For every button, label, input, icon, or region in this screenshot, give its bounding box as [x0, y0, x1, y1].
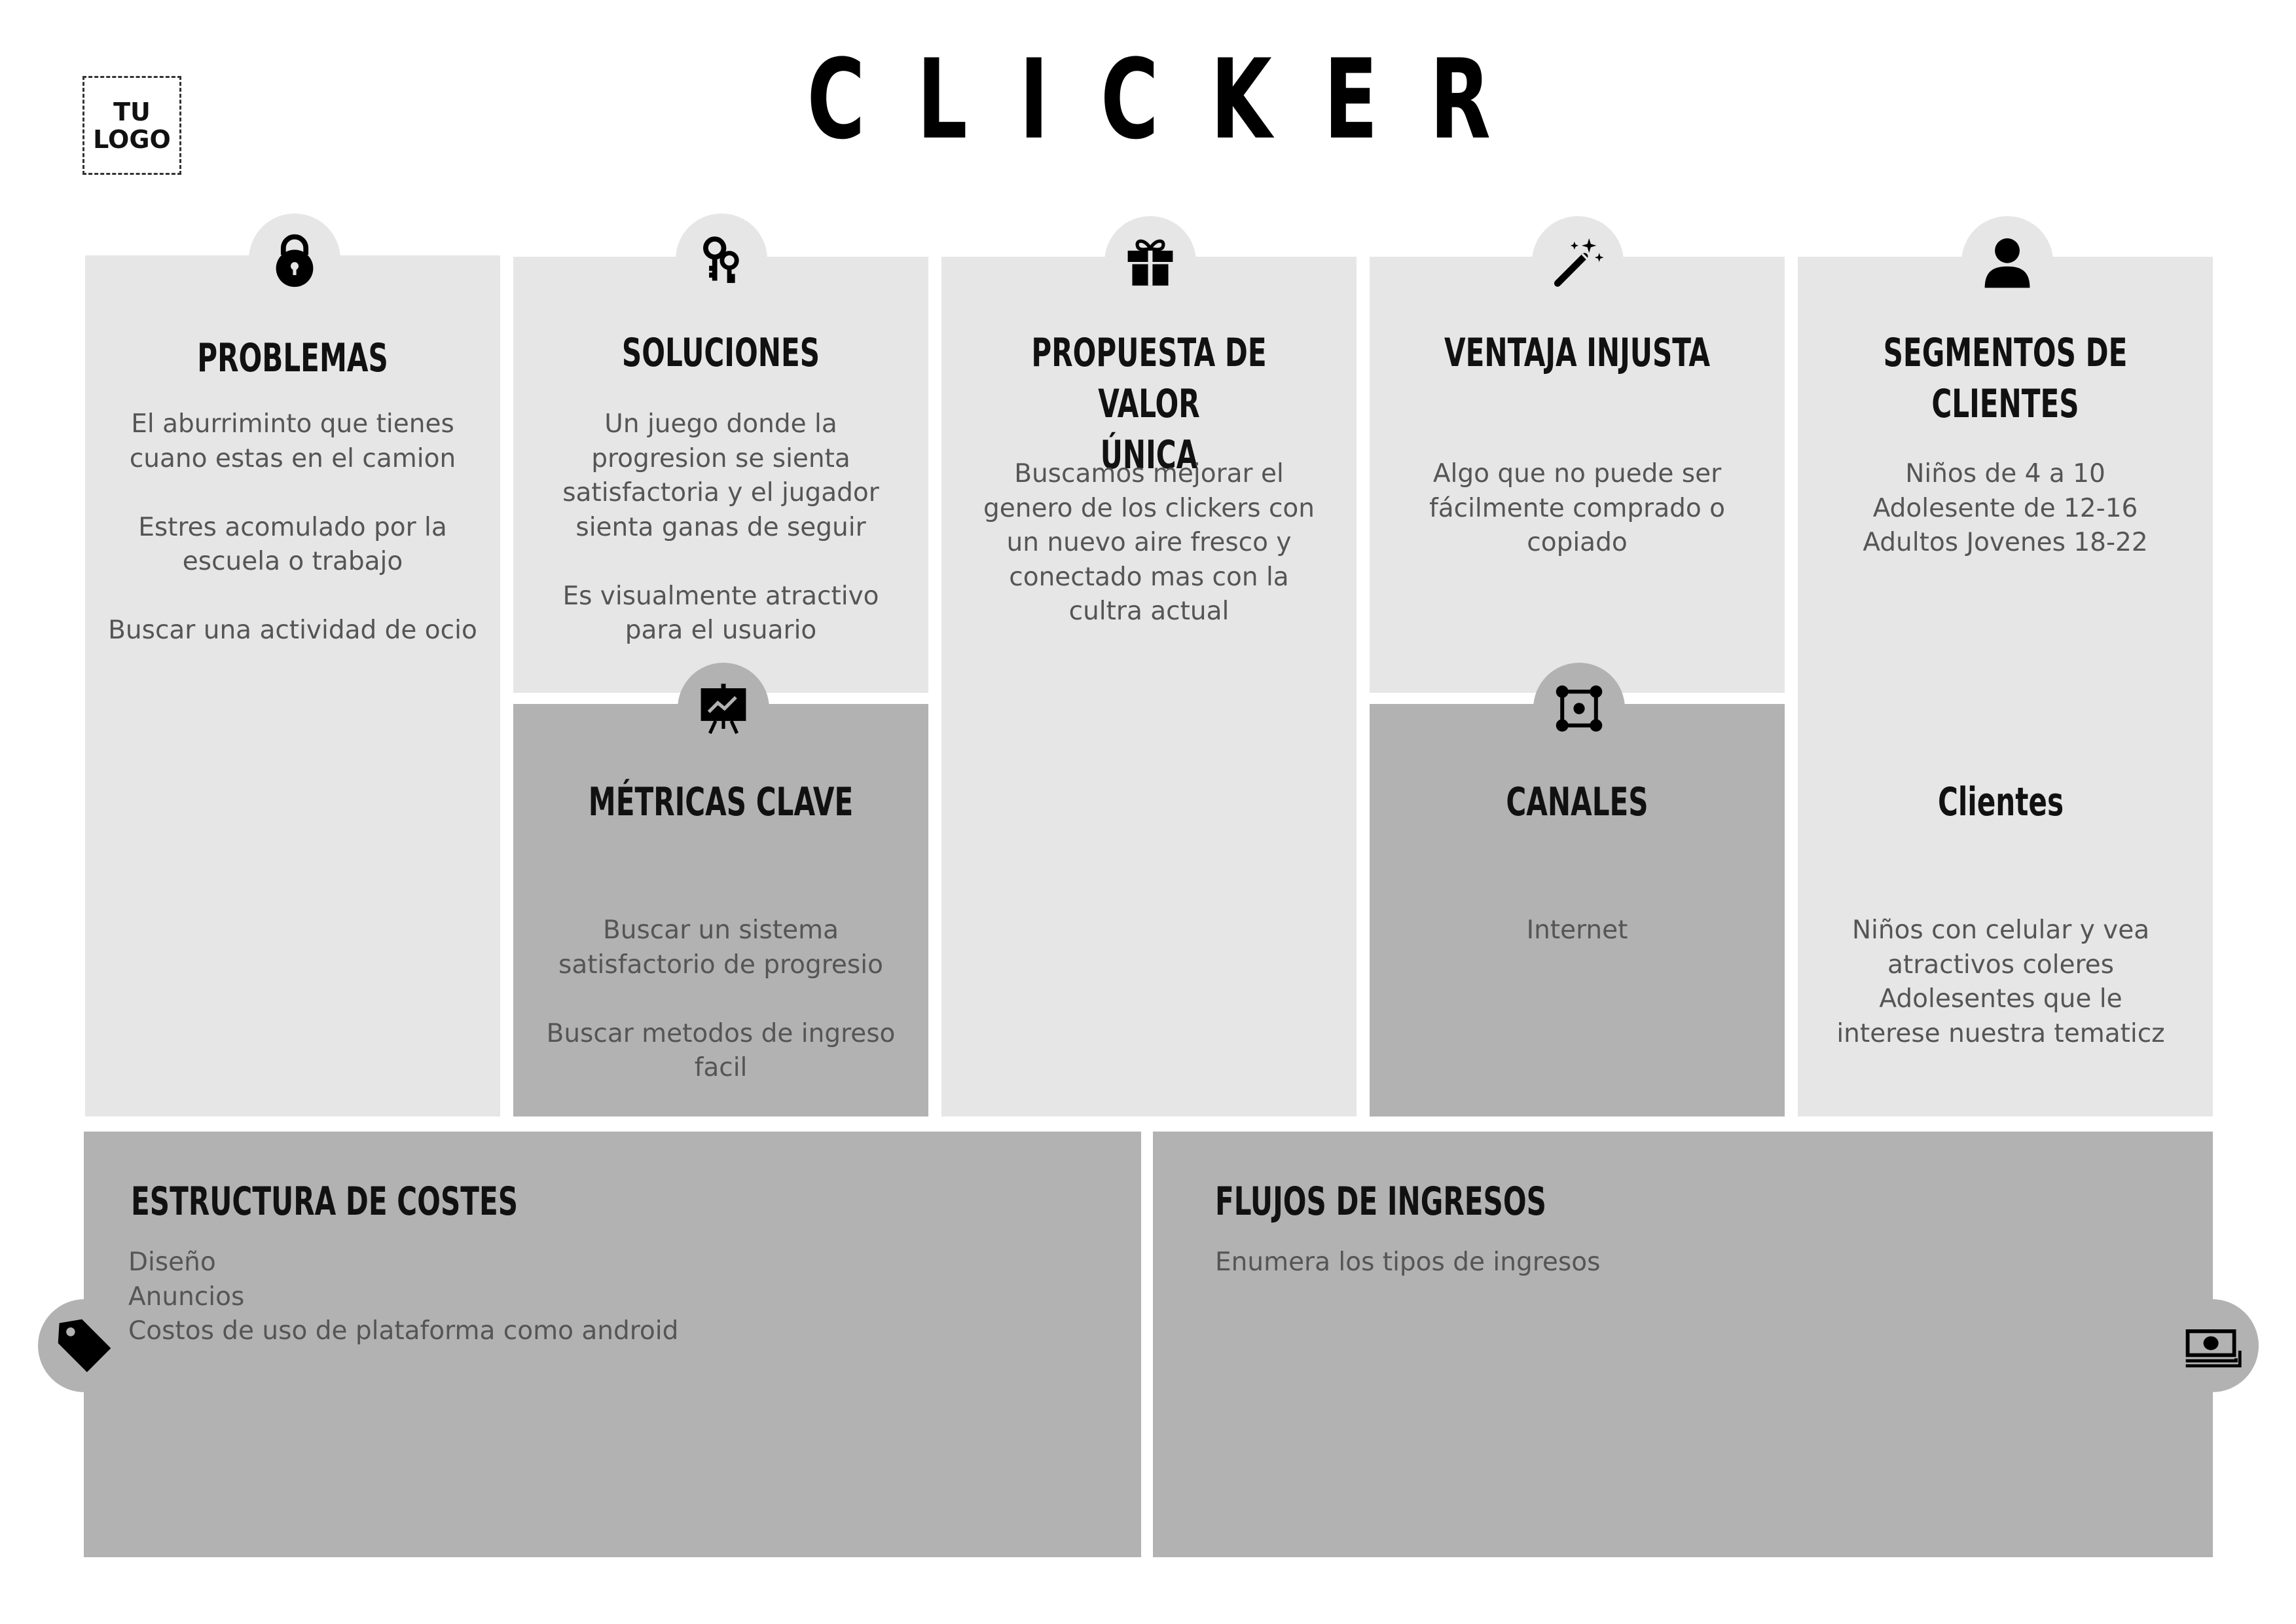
canales-panel — [1370, 704, 1785, 1116]
costes-panel — [84, 1132, 1141, 1557]
soluciones-text: Un juego donde la progresion se sienta s… — [562, 409, 879, 645]
ingresos-heading: FLUJOS DE INGRESOS — [1215, 1179, 1546, 1225]
costes-tab — [38, 1299, 131, 1392]
clientes-text: Niños con celular y vea atractivos coler… — [1836, 915, 2165, 1048]
ventaja-panel — [1370, 257, 1785, 693]
keys-icon — [703, 236, 739, 284]
problemas-panel — [85, 255, 500, 1116]
segmentos-panel — [1798, 257, 2213, 1116]
costes-heading: ESTRUCTURA DE COSTES — [131, 1179, 519, 1225]
segmentos-heading: SEGMENTOS DE CLIENTES — [1883, 330, 2128, 427]
segmentos-text: Niños de 4 a 10 Adolesente de 12-16 Adul… — [1863, 459, 2148, 557]
presentation-chart-icon — [701, 684, 746, 734]
magic-wand-icon — [1554, 238, 1604, 287]
propuesta-heading: PROPUESTA DE VALOR ÚNICA — [1031, 330, 1267, 478]
logo-placeholder: TU LOGO — [82, 76, 181, 175]
metricas-heading: MÉTRICAS CLAVE — [588, 779, 854, 825]
ingresos-text: Enumera los tipos de ingresos — [1215, 1247, 1601, 1277]
padlock-icon — [276, 234, 314, 287]
metricas-panel — [513, 704, 928, 1116]
ingresos-panel — [1153, 1132, 2213, 1557]
canales-tab — [1533, 663, 1625, 754]
page-title: CLICKER — [807, 35, 1543, 164]
ventaja-text: Algo que no puede ser fácilmente comprad… — [1429, 459, 1725, 557]
costes-text: Diseño Anuncios Costos de uso de platafo… — [128, 1247, 679, 1346]
problemas-text: El aburriminto que tienes cuano estas en… — [108, 409, 477, 645]
soluciones-heading: SOLUCIONES — [621, 330, 820, 376]
soluciones-panel — [513, 257, 928, 693]
soluciones-tab — [676, 213, 767, 305]
propuesta-tab — [1104, 216, 1196, 308]
ventaja-heading: VENTAJA INJUSTA — [1444, 330, 1710, 376]
propuesta-panel — [941, 257, 1357, 1116]
money-stack-icon — [2185, 1329, 2242, 1368]
problemas-heading: PROBLEMAS — [197, 335, 388, 381]
segmentos-tab — [1961, 216, 2053, 308]
problemas-tab — [249, 213, 340, 305]
metricas-tab — [678, 663, 769, 754]
logo-text: TU LOGO — [93, 97, 171, 154]
clientes-heading: Clientes — [1937, 779, 2064, 825]
canales-text: Internet — [1526, 915, 1628, 945]
metricas-text: Buscar un sistema satisfactorio de progr… — [546, 915, 896, 1082]
price-tag-icon — [58, 1319, 111, 1373]
ventaja-tab — [1532, 216, 1624, 308]
ingresos-tab — [2166, 1299, 2259, 1392]
nodes-square-icon — [1556, 685, 1603, 732]
propuesta-text: Buscamos mejorar el genero de los clicke… — [983, 459, 1315, 626]
user-icon — [1984, 238, 2030, 288]
canales-heading: CANALES — [1506, 779, 1649, 825]
gift-icon — [1127, 239, 1173, 286]
